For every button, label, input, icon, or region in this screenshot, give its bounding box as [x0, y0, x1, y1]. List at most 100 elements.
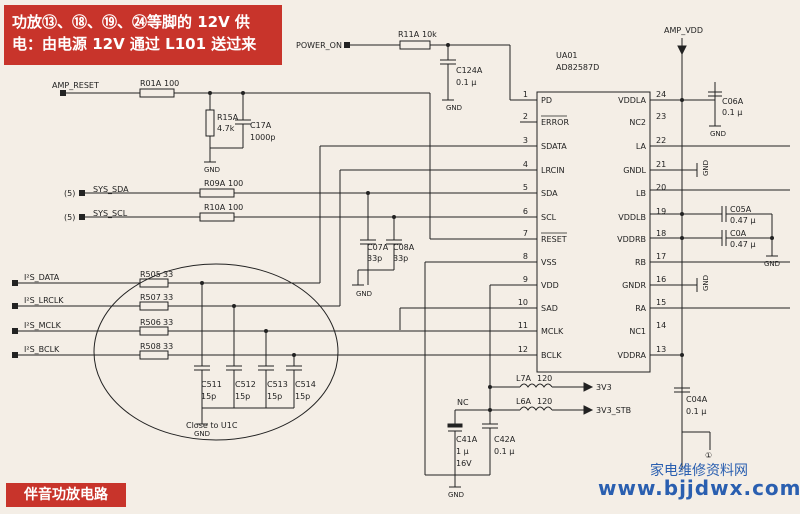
c08a-val: 33p [393, 254, 408, 263]
ic-pin-name: BCLK [541, 351, 562, 360]
net-sys-sda: SYS_SDA [93, 185, 129, 194]
c41a-ref: C41A [456, 435, 478, 444]
ic-pin-name: VDD [541, 281, 559, 290]
r01a-ref: R01A [140, 79, 162, 88]
c511-ref: C511 [201, 380, 222, 389]
c05a-ref: C05A [730, 205, 752, 214]
r506-val: 33 [163, 318, 173, 327]
c04a-ref: C04A [686, 395, 708, 404]
c514-val: 15p [295, 392, 310, 401]
c06a-ref: C06A [722, 97, 744, 106]
net-scl-tag: (5) [64, 213, 75, 222]
ic-pin-number: 6 [523, 207, 528, 216]
ic-pin-name: VDDLA [618, 96, 646, 105]
ic-pin-name: LA [636, 142, 647, 151]
c04a-val: 0.1 μ [686, 407, 706, 416]
ic-pin-name: RB [635, 258, 646, 267]
ic-pin-number: 13 [656, 345, 666, 354]
ic-pin-name: LRCIN [541, 166, 565, 175]
r11a-val: 10k [422, 30, 437, 39]
close-to-label: Close to U1C [186, 421, 238, 430]
ic-pin-name: GNDL [623, 166, 646, 175]
ic-pin-name: VDDLB [618, 213, 646, 222]
c511-val: 15p [201, 392, 216, 401]
gnd-c124a: GND [446, 104, 462, 112]
net-power-on: POWER_ON [296, 41, 342, 50]
test-point-number: ① [705, 451, 712, 460]
net-amp-reset: AMP_RESET [52, 81, 99, 90]
ic-pin-name: RA [635, 304, 646, 313]
ic-pin-number: 18 [656, 229, 666, 238]
ic-pin-number: 9 [523, 275, 528, 284]
ic-pin-number: 2 [523, 112, 528, 121]
ic-pin-number: 1 [523, 90, 528, 99]
r09a-val: 100 [228, 179, 243, 188]
c124a-val: 0.1 μ [456, 78, 476, 87]
gnd-c07a: GND [356, 290, 372, 298]
ic-pin-name: SDA [541, 189, 558, 198]
gnd-caps: GND [194, 430, 210, 438]
banner-line-1: 功放⑬、⑱、⑲、㉔等脚的 12V 供 [12, 13, 250, 31]
l7a-ref: L7A [516, 374, 532, 383]
ic-pin-name: VDDRB [617, 235, 646, 244]
r506-ref: R506 [140, 318, 161, 327]
net-sys-scl: SYS_SCL [93, 209, 128, 218]
net-i2s-lrclk: I²S_LRCLK [24, 296, 64, 305]
r507-val: 33 [163, 293, 173, 302]
ic-pin-number: 7 [523, 229, 528, 238]
gnd-r15a: GND [204, 166, 220, 174]
net-sda-tag: (5) [64, 189, 75, 198]
ic-pin-number: 17 [656, 252, 666, 261]
net-3v3: 3V3 [596, 383, 612, 392]
c07a-ref: C07A [367, 243, 389, 252]
ic-pin-number: 12 [518, 345, 528, 354]
c05a-val: 0.47 μ [730, 216, 755, 225]
net-amp-vdd: AMP_VDD [664, 26, 703, 35]
ic-pin-number: 11 [518, 321, 528, 330]
r10a-val: 100 [228, 203, 243, 212]
l6a-ref: L6A [516, 397, 532, 406]
gnd-c05a: GND [764, 260, 780, 268]
ic-pin-number: 23 [656, 112, 666, 121]
c08a-ref: C08A [393, 243, 415, 252]
c42a-val: 0.1 μ [494, 447, 514, 456]
watermark-cn: 家电维修资料网 [650, 463, 748, 479]
net-i2s-bclk: I²S_BCLK [24, 345, 60, 354]
ic-pin-name: GNDR [622, 281, 646, 290]
banner-note: 功放⑬、⑱、⑲、㉔等脚的 12V 供 电：由电源 12V 通过 L101 送过来 [4, 5, 282, 65]
ic-pin-name: RESET [541, 235, 567, 244]
watermark-url: www.bjjdwx.com [598, 476, 800, 500]
ic-pin-name: VDDRA [618, 351, 647, 360]
net-nc: NC [457, 398, 469, 407]
r09a-ref: R09A [204, 179, 226, 188]
c41a-val: 1 μ [456, 447, 469, 456]
r15a-val: 4.7k [217, 124, 235, 133]
ic-ref: UA01 [556, 51, 578, 60]
c513-val: 15p [267, 392, 282, 401]
ic-pin-name: PD [541, 96, 552, 105]
ic-pin-name: NC1 [629, 327, 646, 336]
c514-ref: C514 [295, 380, 316, 389]
c06a-val: 0.1 μ [722, 108, 742, 117]
c512-ref: C512 [235, 380, 256, 389]
gnd-gndl: GND [702, 160, 710, 176]
c0a-val: 0.47 μ [730, 240, 755, 249]
net-i2s-data: I²S_DATA [24, 273, 60, 282]
ic-pin-number: 24 [656, 90, 666, 99]
ic-pin-name: ERROR [541, 118, 569, 127]
l7a-val: 120 [537, 374, 552, 383]
ic-pin-name: LB [636, 189, 646, 198]
ic-pin-name: MCLK [541, 327, 564, 336]
c124a-ref: C124A [456, 66, 483, 75]
circuit-title: 伴音功放电路 [6, 483, 126, 507]
ic-pin-number: 20 [656, 183, 666, 192]
c512-val: 15p [235, 392, 250, 401]
gnd-gndr: GND [702, 275, 710, 291]
ic-pin-number: 21 [656, 160, 666, 169]
c42a-ref: C42A [494, 435, 516, 444]
ic-pin-name: SCL [541, 213, 557, 222]
ic-pin-number: 10 [518, 298, 528, 307]
r15a-ref: R15A [217, 113, 239, 122]
